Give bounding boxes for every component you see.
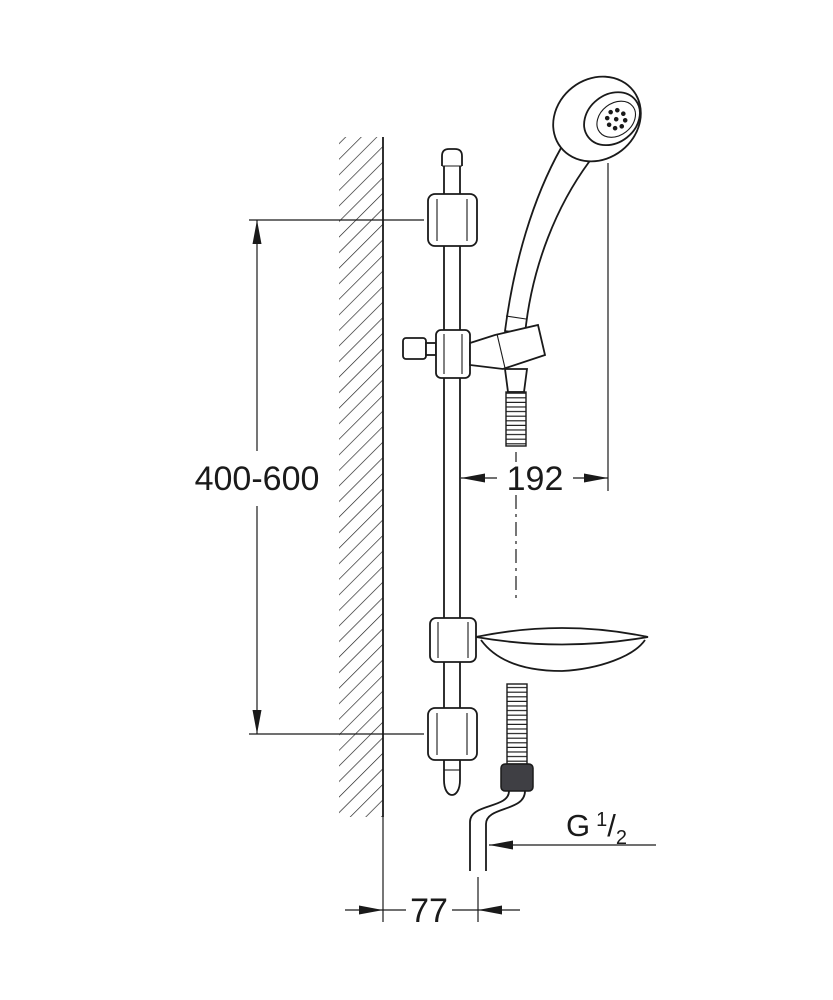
- soap-dish: [429, 617, 649, 672]
- wall-bracket-bottom: [427, 707, 478, 761]
- clamp-neck: [425, 342, 437, 356]
- cup-edge-line: [496, 333, 506, 369]
- dimension-wall-distance: 77: [345, 877, 520, 930]
- shower-hose-lower: [469, 683, 534, 871]
- arrowhead-left-icon: [478, 905, 502, 915]
- hose-connector-nut-top: [503, 368, 529, 393]
- shower-rail: [441, 148, 463, 796]
- arrowhead-up-icon: [252, 220, 262, 244]
- rail-bottom-cap: [443, 779, 461, 796]
- handle-outline: [503, 146, 591, 336]
- dimension-head-offset: 192: [461, 163, 609, 498]
- hose-end-right-edge: [485, 790, 526, 871]
- bracket-body: [427, 707, 478, 761]
- handle-joint-line: [505, 315, 527, 320]
- wall-section: [339, 137, 384, 922]
- head-face-inner: [596, 100, 637, 138]
- handset-holder-cup: [469, 323, 547, 370]
- dimension-rail-height: 400-600: [195, 219, 424, 735]
- hand-shower-head: [552, 75, 642, 163]
- arrowhead-left-icon: [461, 473, 485, 483]
- wall-distance-value: 77: [410, 892, 448, 930]
- cup-outline: [469, 323, 547, 370]
- arrowhead-left-icon: [489, 840, 513, 850]
- clamp-lever: [402, 337, 427, 360]
- wall-hatching: [339, 137, 383, 817]
- dish-rim: [475, 627, 649, 646]
- ribbed-hose-section: [506, 683, 528, 765]
- knurled-hose-nut: [500, 763, 534, 792]
- hand-shower-handle: [503, 146, 591, 336]
- rail-height-value: 400-600: [195, 460, 320, 498]
- arrowhead-right-icon: [584, 473, 608, 483]
- rail-top-cap: [441, 148, 463, 166]
- hose-end-left-edge: [469, 790, 510, 871]
- dish-collar: [429, 617, 477, 663]
- arrowhead-right-icon: [359, 905, 383, 915]
- bracket-body: [427, 193, 478, 247]
- spray-nozzles: [604, 107, 628, 131]
- slider-body: [435, 329, 471, 379]
- shower-hose-upper: [505, 391, 527, 600]
- arrowhead-down-icon: [252, 710, 262, 734]
- slider-holder: [402, 329, 471, 379]
- wall-bracket-top: [427, 193, 478, 247]
- head-offset-value: 192: [507, 460, 564, 498]
- dish-bowl: [480, 639, 646, 672]
- ribbed-hose-section: [505, 391, 527, 447]
